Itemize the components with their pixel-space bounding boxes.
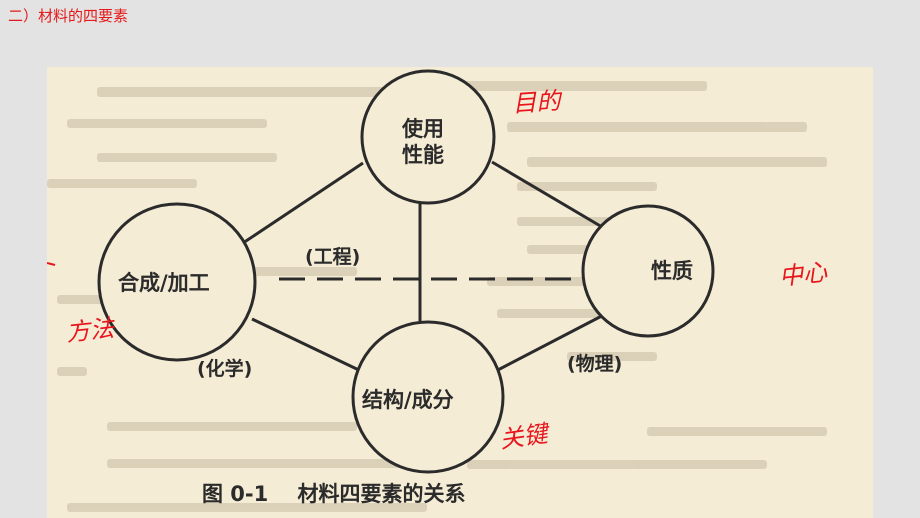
figure-caption: 图 0-1 材料四要素的关系 [202, 482, 466, 506]
edge-bottom-right [493, 305, 620, 374]
node-circle-properties [581, 204, 715, 338]
faded-background-text [47, 81, 827, 512]
handwritten-note-purpose: 目的 [511, 86, 564, 117]
edge-label-engineering: (工程) [305, 246, 360, 268]
node-label-properties: 性质 [651, 259, 693, 283]
node-circle-synthesis-processing [97, 202, 257, 362]
handwritten-note-method: 方法 [65, 314, 118, 347]
node-label-usage: 使用 [401, 117, 444, 141]
node-label-structure-composition: 结构/成分 [362, 388, 454, 412]
edge-label-chemistry: (化学) [197, 357, 252, 380]
node-label-synthesis-processing: 合成/加工 [118, 271, 210, 295]
edge-left-bottom [251, 317, 364, 374]
edge-top-right [491, 160, 620, 239]
handwritten-note-center: 中心 [778, 258, 830, 291]
slide-title: 二）材料的四要素 [8, 7, 129, 25]
node-label-performance: 性能 [402, 143, 444, 167]
edge-top-left [242, 161, 364, 245]
edge-label-physics: (物理) [567, 352, 622, 375]
node-circle-structure-composition [351, 320, 505, 474]
handwritten-mark-left [47, 262, 56, 266]
handwritten-note-key: 关键 [498, 419, 552, 454]
scanned-textbook-figure: 使用 性能 合成/加工 性质 结构/成分 (工程) (化学) (物理) 目的 方… [47, 67, 873, 518]
node-circle-usage-performance [360, 69, 496, 205]
